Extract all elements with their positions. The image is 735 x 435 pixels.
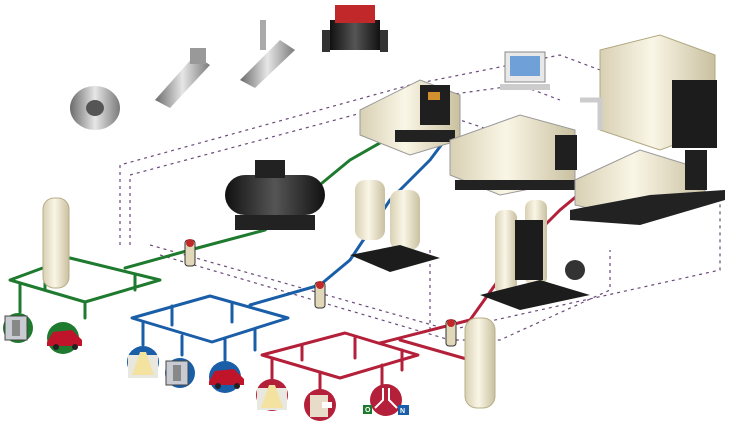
flow-meter: [322, 5, 388, 52]
monitor: [500, 51, 550, 90]
dryer-twin: [350, 180, 440, 272]
oxygen-label: O: [365, 407, 371, 414]
dryer-tower: [480, 200, 590, 310]
spray-gun: [240, 20, 295, 88]
flask-icon: [256, 379, 288, 411]
compressor-2: [449, 114, 577, 196]
compressor-1: [359, 79, 461, 156]
horizontal-tank: [225, 160, 325, 230]
filter-1: [184, 239, 196, 267]
nozzle-2: [155, 48, 210, 108]
paper-icon: [304, 389, 336, 421]
press-icon: [165, 358, 195, 388]
cooling-tower: [580, 34, 717, 151]
vertical-tank-left: [42, 197, 70, 289]
compressor-3: [570, 149, 725, 225]
nozzle-1: [70, 86, 120, 130]
filter-3: [445, 319, 457, 347]
vertical-tank-right: [464, 317, 496, 409]
flask-icon: [127, 346, 159, 378]
car-icon: [209, 361, 244, 393]
car-icon: [47, 322, 82, 354]
filter-2: [314, 281, 326, 309]
nitrogen-label: N: [400, 408, 405, 415]
press-icon: [3, 313, 33, 343]
gas-separation-icon: O N: [363, 384, 409, 416]
